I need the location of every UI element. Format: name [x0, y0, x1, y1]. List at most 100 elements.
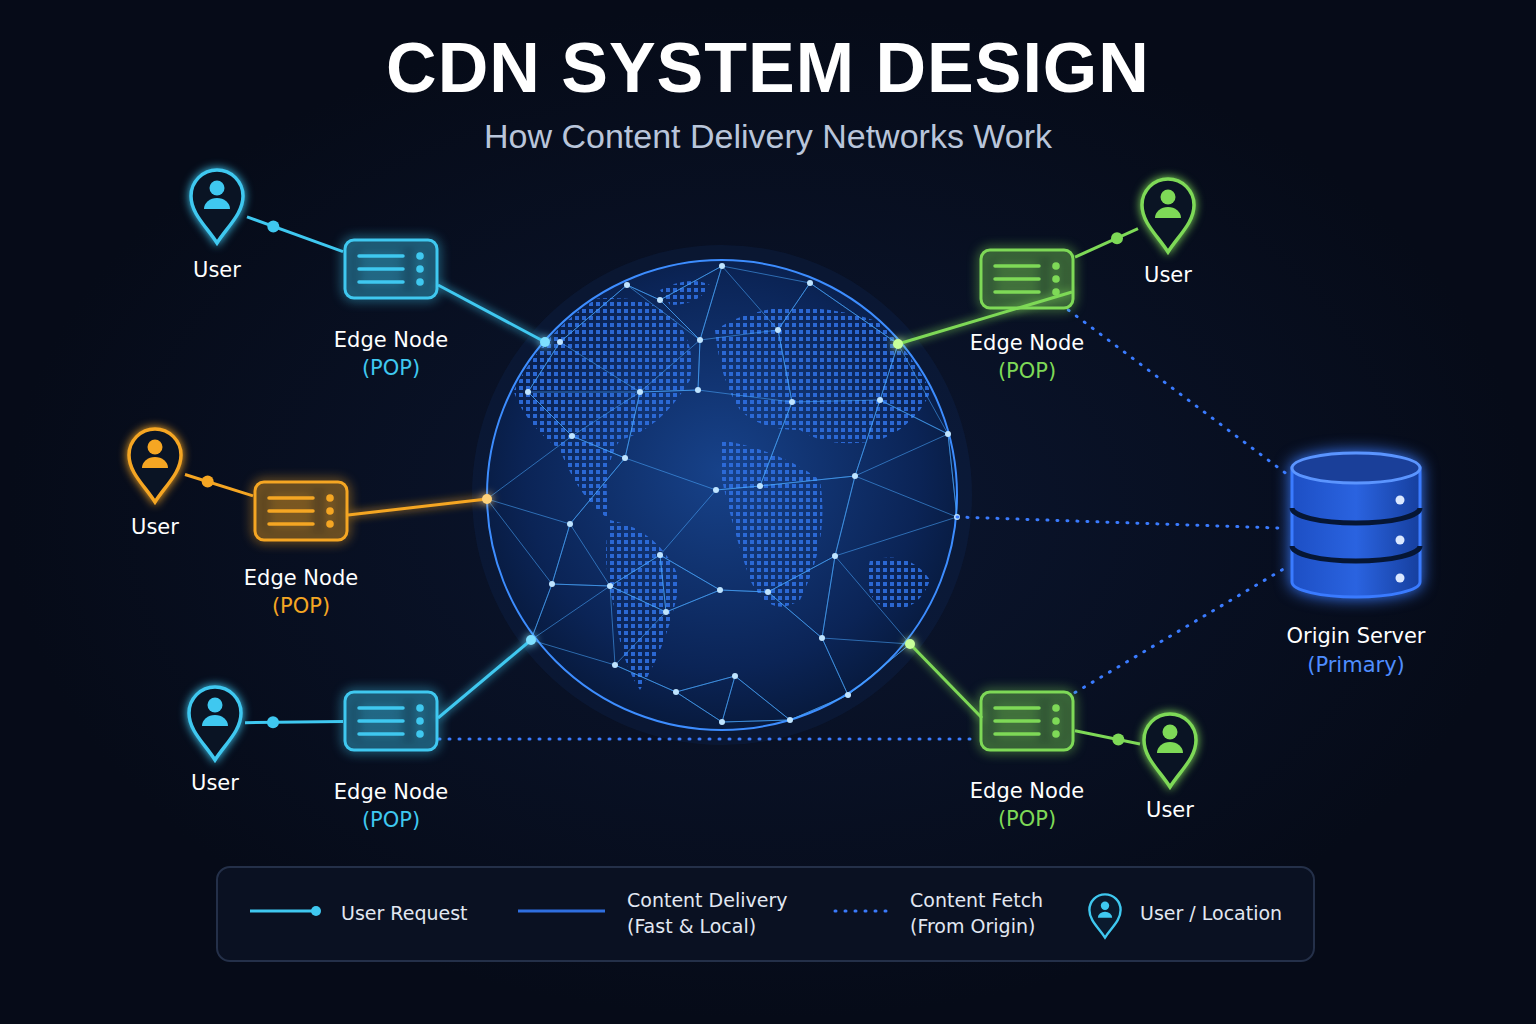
mesh-line	[640, 340, 700, 392]
mesh-line	[855, 434, 948, 476]
mesh-line	[835, 517, 957, 556]
request-dot	[267, 220, 279, 232]
mesh-line	[572, 436, 625, 458]
mesh-line	[560, 285, 627, 342]
request-stroke	[247, 217, 343, 252]
user-request-line	[247, 217, 343, 252]
mesh-line	[822, 638, 848, 695]
request-stroke	[1075, 731, 1140, 744]
server-icon	[979, 690, 1075, 752]
icon-art	[1288, 450, 1424, 602]
node-label: Origin Server	[1286, 622, 1425, 651]
mesh-line	[735, 676, 790, 720]
mesh-line	[720, 590, 768, 592]
legend-label: Content Delivery (Fast & Local)	[627, 887, 795, 939]
icon-art	[187, 166, 247, 246]
mesh-line	[822, 638, 848, 695]
mesh-line	[660, 555, 666, 612]
icon-art	[343, 238, 439, 300]
mesh-line	[722, 676, 735, 722]
continents	[510, 281, 940, 690]
mesh-line	[627, 285, 660, 300]
request-dot	[1111, 232, 1123, 244]
user-request-line	[1075, 731, 1140, 746]
edge-node: Edge Node(POP)	[191, 480, 411, 620]
mesh-dot	[569, 433, 575, 439]
globe-sphere	[487, 260, 957, 730]
mesh-line	[666, 590, 720, 612]
mesh-line	[625, 392, 640, 458]
mesh-line	[660, 300, 700, 340]
node-label: Edge Node	[970, 777, 1084, 805]
node-sublabel: (POP)	[998, 805, 1056, 833]
mesh-line	[676, 692, 722, 722]
node-sublabel: (POP)	[362, 806, 420, 834]
mesh-dot	[622, 455, 628, 461]
icon-art	[343, 690, 439, 752]
mesh-line	[768, 592, 822, 638]
user-request-line	[245, 716, 343, 728]
mesh-line	[948, 434, 957, 517]
user-location: User	[1060, 710, 1280, 824]
legend-label: User / Location	[1140, 900, 1300, 926]
mesh-line	[552, 584, 610, 586]
node-label: User	[191, 769, 239, 797]
mesh-line	[880, 344, 898, 400]
mesh-line	[625, 392, 640, 458]
mesh-dot	[717, 587, 723, 593]
page-subtitle: How Content Delivery Networks Work	[0, 117, 1536, 156]
mesh-line	[880, 400, 948, 434]
legend-label: User Request	[341, 900, 501, 926]
mesh-line	[848, 644, 910, 695]
mesh-line	[640, 390, 698, 392]
mesh-line	[778, 330, 792, 402]
network-mesh	[484, 263, 960, 725]
mesh-line	[722, 720, 790, 722]
origin-server: Origin Server(Primary)	[1246, 450, 1466, 680]
mesh-line	[531, 586, 610, 640]
mesh-dot	[657, 297, 663, 303]
mesh-dot	[732, 673, 738, 679]
edge-node: Edge Node(POP)	[917, 248, 1137, 385]
mesh-line	[610, 555, 660, 586]
request-dot	[267, 716, 279, 728]
mesh-line	[778, 283, 810, 330]
node-label: Edge Node	[244, 564, 358, 592]
request-stroke	[245, 722, 343, 723]
fetch-stroke	[1075, 566, 1288, 692]
mesh-line	[570, 458, 625, 524]
globe-origin-fetch	[957, 517, 1278, 528]
mesh-line	[790, 695, 848, 720]
legend-request-sample	[250, 910, 312, 913]
mesh-dot	[607, 583, 613, 589]
mesh-line	[640, 390, 698, 392]
mesh-line	[528, 392, 640, 393]
mesh-line	[487, 436, 572, 499]
node-sublabel: (POP)	[362, 354, 420, 382]
mesh-line	[855, 476, 957, 517]
server-icon	[253, 480, 349, 542]
mesh-line	[676, 692, 722, 722]
mesh-line	[560, 342, 640, 392]
user-pin-icon	[1140, 710, 1200, 790]
legend-label: Content Fetch (From Origin)	[910, 887, 1052, 939]
mesh-line	[528, 342, 560, 392]
user-pin-icon	[185, 683, 245, 763]
mesh-line	[610, 586, 666, 612]
mesh-line	[810, 283, 898, 344]
mesh-line	[778, 283, 810, 330]
mesh-line	[698, 340, 700, 390]
mesh-line	[700, 266, 722, 340]
icon-art	[1140, 710, 1200, 790]
edge-node: Edge Node(POP)	[281, 690, 501, 834]
mesh-dot	[525, 389, 531, 395]
mesh-line	[835, 476, 855, 556]
mesh-line	[660, 555, 666, 612]
fetch-stroke	[1068, 310, 1288, 475]
content-fetch-line	[1068, 310, 1288, 475]
legend-delivery-sample	[518, 910, 605, 913]
mesh-line	[880, 344, 898, 400]
node-label: Edge Node	[334, 778, 448, 806]
mesh-line	[855, 400, 880, 476]
mesh-dot	[557, 339, 563, 345]
